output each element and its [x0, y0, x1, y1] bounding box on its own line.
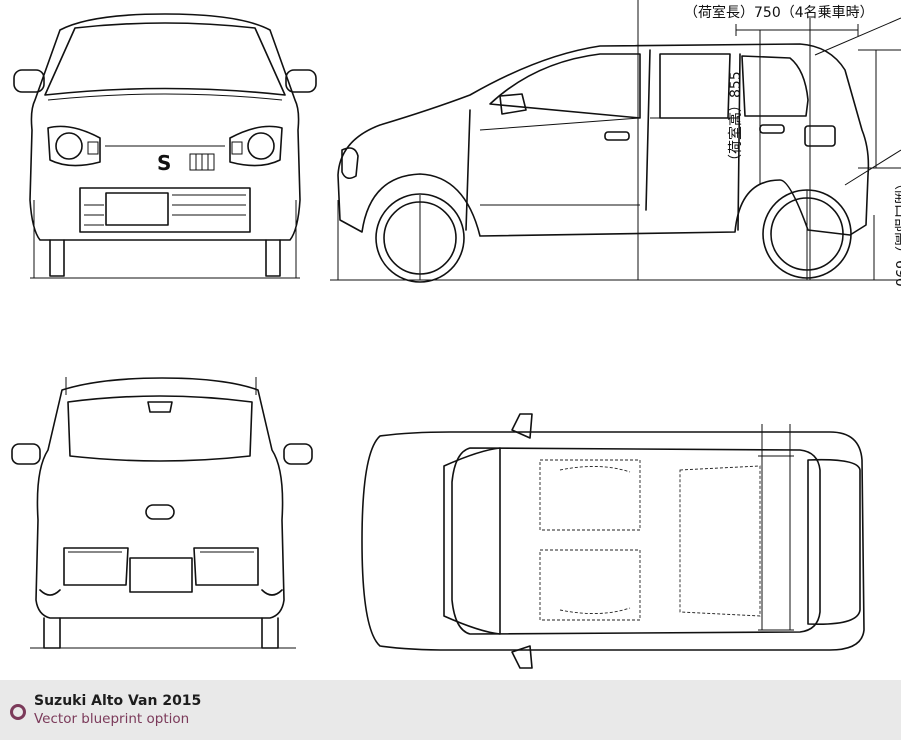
caption-subtitle: Vector blueprint option [34, 711, 190, 727]
svg-text:S: S [157, 151, 171, 175]
blueprint-drawing: S [11, 0, 901, 669]
rear-view [11, 377, 313, 649]
bullet-icon [10, 704, 26, 720]
top-view [361, 413, 865, 669]
cargo-length-label: （荷室長）750（4名乗車時） [684, 4, 874, 21]
front-view: S [13, 13, 317, 279]
caption-title: Suzuki Alto Van 2015 [34, 693, 202, 709]
opening-height-label: （開口部高）690 [892, 176, 901, 287]
side-view [330, 0, 901, 283]
cargo-height-label: （荷室高）855 [727, 71, 744, 168]
caption-bar: Suzuki Alto Van 2015 Vector blueprint op… [0, 680, 901, 740]
